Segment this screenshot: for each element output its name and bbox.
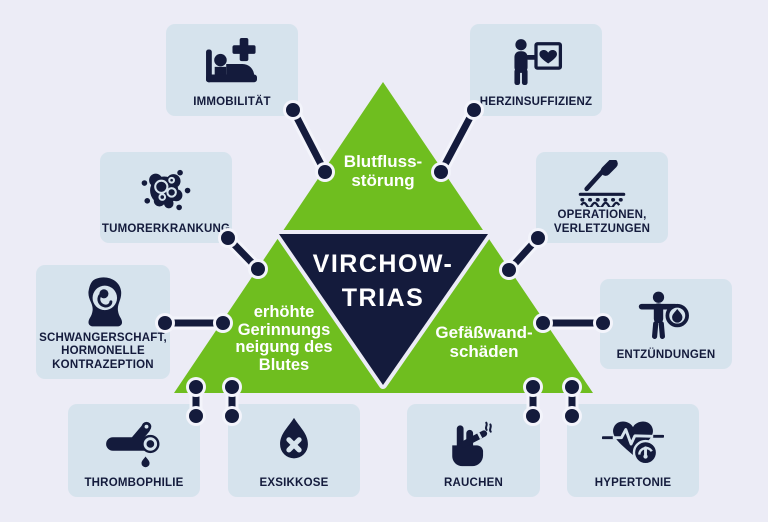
factor-card-tumorerkrankung: TUMORERKRANKUNG [100,152,232,243]
label-line: ENTZÜNDUNGEN [616,348,716,361]
factor-label: HYPERTONIE [595,477,672,491]
tumor-cells-icon [136,152,196,223]
factor-card-herzinsuffizienz: HERZINSUFFIZIENZ [470,24,602,116]
label-line: störung [351,170,415,190]
water-drop-x-icon [268,404,320,477]
label-line: neigung des [235,338,333,356]
title-line: TRIAS [341,284,425,312]
factor-card-immobilitaet: IMMOBILITÄT [166,24,298,116]
label-line: Blutfluss- [343,152,423,171]
factor-card-operationen: OPERATIONEN, VERLETZUNGEN [536,152,668,243]
label-line: RAUCHEN [444,476,503,489]
person-heart-icon [506,24,566,96]
factor-card-exsikkose: EXSIKKOSE [228,404,360,497]
title-line: VIRCHOW- [312,250,454,278]
factor-label: RAUCHEN [444,477,503,491]
label-line: TUMORERKRANKUNG [101,222,231,235]
person-flame-icon [636,279,696,349]
label-line: Gerinnungs [237,320,331,339]
bed-patient-icon [201,24,263,96]
label-line: HYPERTONIE [594,476,672,489]
triangle-label-blutflussstoerung: Blutfluss- störung [343,152,423,190]
scalpel-skin-icon [573,152,631,209]
label-line: VERLETZUNGEN [553,222,651,235]
factor-label: EXSIKKOSE [260,477,329,491]
virchow-trias-title: VIRCHOW- TRIAS [313,247,454,315]
label-line: KONTRAZEPTION [52,358,154,371]
vessel-clot-icon [103,404,165,477]
factor-label: ENTZÜNDUNGEN [617,349,716,363]
label-line: THROMBOPHILIE [84,476,184,489]
factor-label: HERZINSUFFIZIENZ [480,96,592,110]
fetus-womb-icon [74,265,132,332]
factor-card-rauchen: RAUCHEN [407,404,540,497]
hand-cigarette-icon [445,404,503,477]
label-line: Blutes [258,355,310,374]
factor-card-hypertonie: HYPERTONIE [567,404,699,497]
factor-label: IMMOBILITÄT [193,96,271,110]
label-line: HORMONELLE [61,345,145,357]
label-line: SCHWANGERSCHAFT, [39,331,167,344]
factor-label: OPERATIONEN, VERLETZUNGEN [554,209,650,236]
triangle-label-gefaesswandschaeden: Gefäßwand- schäden [435,323,533,361]
heart-pressure-gauge-icon [602,404,664,477]
factor-card-entzuendungen: ENTZÜNDUNGEN [600,279,732,369]
factor-label: SCHWANGERSCHAFT, HORMONELLE KONTRAZEPTIO… [39,332,167,373]
factor-label: THROMBOPHILIE [84,477,183,491]
label-line: Gefäßwand- [435,323,533,342]
label-line: HERZINSUFFIZIENZ [479,95,593,108]
label-line: OPERATIONEN, [557,209,647,221]
factor-label: TUMORERKRANKUNG [102,223,230,237]
label-line: EXSIKKOSE [259,476,329,489]
label-line: schäden [449,341,519,361]
label-line: IMMOBILITÄT [193,95,271,108]
factor-card-schwangerschaft: SCHWANGERSCHAFT, HORMONELLE KONTRAZEPTIO… [36,265,170,379]
factor-card-thrombophilie: THROMBOPHILIE [68,404,200,497]
